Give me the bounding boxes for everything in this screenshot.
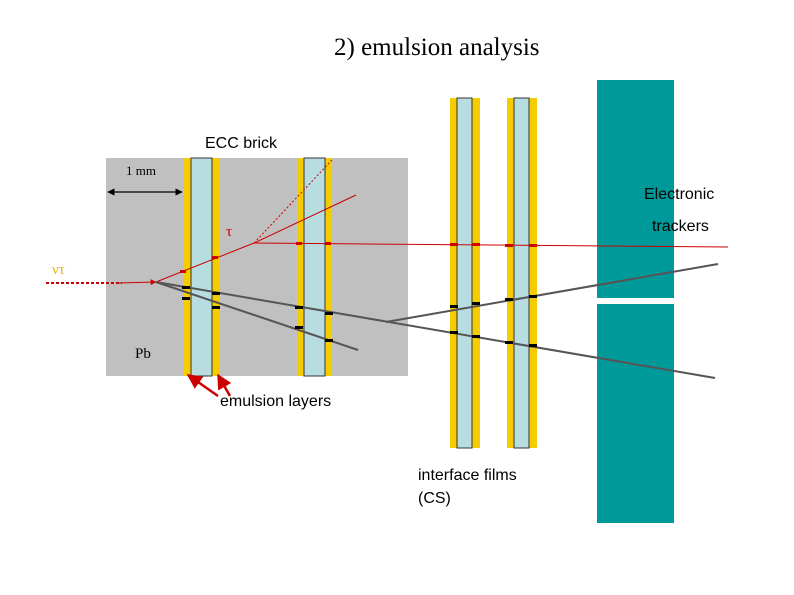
interface-films-label-line1: interface films	[418, 467, 517, 484]
electronic-tracker-lower	[597, 304, 674, 523]
secondary-track	[385, 263, 719, 323]
electronic-trackers-label-line1: Electronic	[644, 186, 715, 203]
ecc-brick-label: ECC brick	[205, 135, 278, 152]
tau-microtrack-segments	[180, 242, 537, 273]
neutrino-label: ντ	[52, 262, 65, 278]
emulsion-pointer-2	[216, 373, 232, 397]
emulsion-layers-label: emulsion layers	[220, 393, 332, 410]
tau-daughter-track-2	[253, 194, 357, 244]
emulsion-pointer-1	[186, 373, 219, 398]
interface-film-2	[507, 97, 537, 449]
electronic-tracker-upper	[597, 80, 674, 298]
primary-track-2	[155, 281, 359, 351]
interface-films-label-line2: (CS)	[418, 490, 451, 507]
ecc-brick	[106, 158, 408, 376]
electronic-trackers-label-line2: trackers	[652, 218, 709, 235]
primary-track-1	[155, 281, 716, 379]
brick-film-1	[184, 157, 220, 377]
tau-label: τ	[226, 224, 233, 240]
tau-daughter-track-1	[253, 242, 729, 248]
page-title: 2) emulsion analysis	[334, 34, 540, 61]
interface-film-1	[450, 97, 480, 449]
neutrino-beam-arrow	[117, 279, 157, 286]
tau-track	[155, 242, 255, 283]
brick-film-2	[297, 157, 332, 377]
tau-daughter-track-3	[253, 159, 333, 244]
microtrack-segments	[182, 286, 537, 347]
lead-label: Pb	[135, 346, 151, 362]
scale-label: 1 mm	[126, 163, 156, 178]
